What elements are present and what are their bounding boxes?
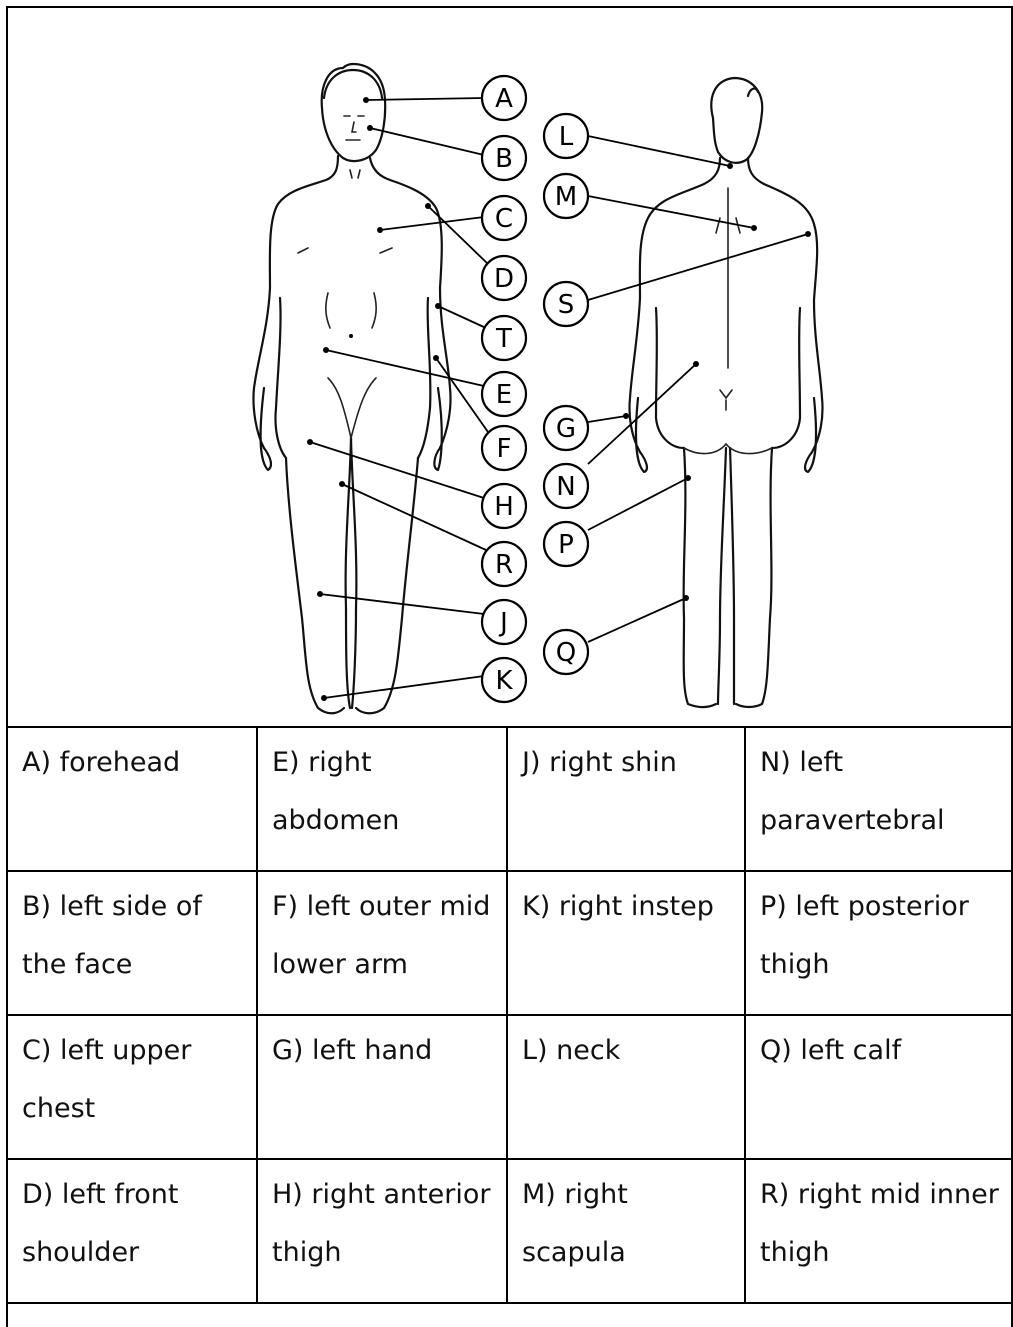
label-letter: Q — [556, 638, 576, 668]
label-marker-n: N — [544, 464, 588, 508]
label-marker-j: J — [482, 600, 526, 644]
legend-cell: Q) left calf — [745, 1015, 1013, 1159]
label-letter: S — [558, 290, 575, 320]
label-letter: E — [496, 380, 512, 410]
label-marker-k: K — [482, 658, 526, 702]
back-body-figure — [629, 78, 822, 707]
label-marker-a: A — [482, 76, 526, 120]
label-marker-c: C — [482, 196, 526, 240]
label-letter: M — [555, 182, 577, 212]
label-letter: R — [495, 550, 513, 580]
label-marker-l: L — [544, 114, 588, 158]
label-letter: D — [494, 264, 514, 294]
legend-cell: L) neck — [507, 1015, 745, 1159]
label-marker-q: Q — [544, 630, 588, 674]
label-letter: A — [495, 84, 513, 114]
legend-cell: P) left posterior thigh — [745, 871, 1013, 1015]
label-letter: T — [495, 324, 512, 354]
label-letter: B — [495, 144, 513, 174]
label-marker-m: M — [544, 174, 588, 218]
legend-cell: F) left outer mid lower arm — [257, 871, 507, 1015]
label-marker-g: G — [544, 406, 588, 450]
label-marker-e: E — [482, 372, 526, 416]
label-marker-f: F — [482, 426, 526, 470]
legend-cell: C) left upper chest — [7, 1015, 257, 1159]
label-marker-s: S — [544, 282, 588, 326]
label-marker-p: P — [544, 522, 588, 566]
label-marker-b: B — [482, 136, 526, 180]
label-letter: N — [556, 472, 575, 502]
legend-cell: H) right anterior thigh — [257, 1159, 507, 1303]
legend-cell: B) left side of the face — [7, 871, 257, 1015]
label-letter: F — [497, 434, 512, 464]
front-body-figure — [253, 64, 450, 713]
label-letter: G — [556, 414, 576, 444]
label-marker-r: R — [482, 542, 526, 586]
label-letter: P — [558, 530, 574, 560]
label-letter: H — [494, 492, 514, 522]
legend-cell: D) left front shoulder — [7, 1159, 257, 1303]
label-marker-d: D — [482, 256, 526, 300]
legend-cell: E) right abdomen — [257, 727, 507, 871]
legend-cell: A) forehead — [7, 727, 257, 871]
legend-cell: K) right instep — [507, 871, 745, 1015]
label-letter: K — [495, 666, 513, 696]
legend-cell: J) right shin — [507, 727, 745, 871]
label-letter: C — [495, 204, 513, 234]
label-letter: L — [559, 122, 574, 152]
legend-cell: G) left hand — [257, 1015, 507, 1159]
legend-cell: N) left paravertebral — [745, 727, 1013, 871]
label-marker-h: H — [482, 484, 526, 528]
label-marker-t: T — [482, 316, 526, 360]
legend-cell: M) right scapula — [507, 1159, 745, 1303]
legend-cell: R) right mid inner thigh — [745, 1159, 1013, 1303]
label-letter: J — [498, 608, 508, 638]
